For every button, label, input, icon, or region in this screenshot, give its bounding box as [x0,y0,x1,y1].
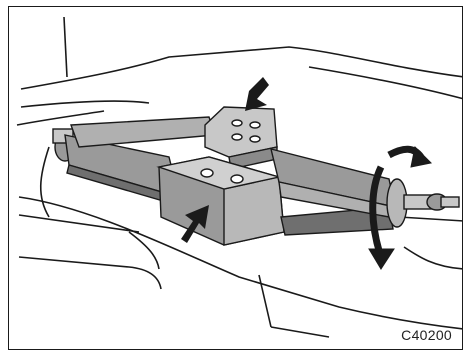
top-pointer-arrow [245,77,269,111]
illustration-frame: C40200 [8,6,463,350]
jack-illustration [9,7,463,350]
figure-code: C40200 [401,327,452,343]
